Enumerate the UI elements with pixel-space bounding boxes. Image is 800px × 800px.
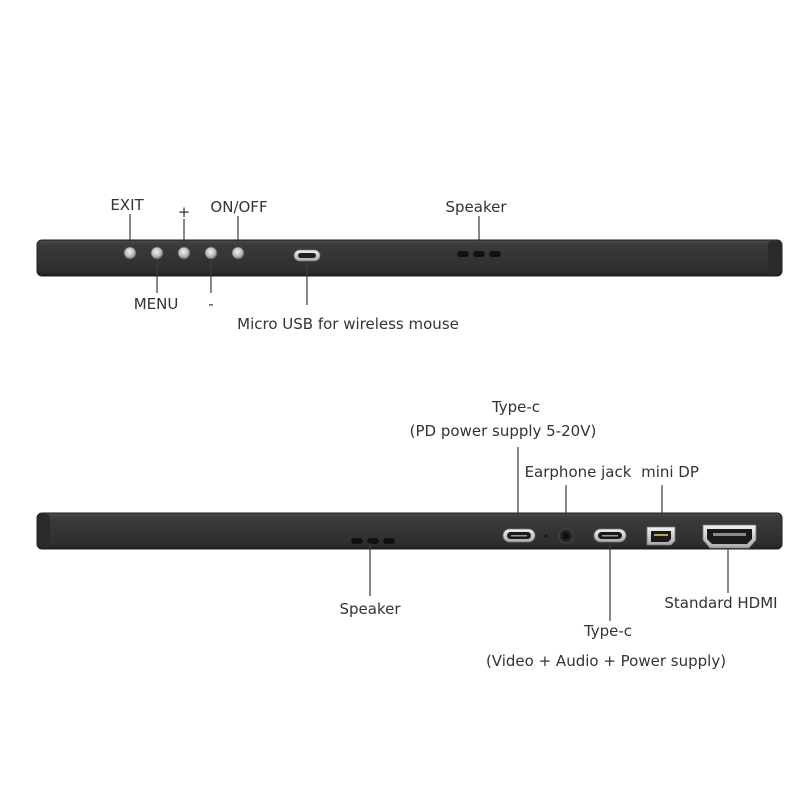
usb-c-pd-port-icon — [502, 528, 536, 543]
label-speaker-top: Speaker — [445, 198, 507, 216]
monitor-top-edge-endcap — [768, 241, 781, 275]
label-type-c-video-line2: (Video + Audio + Power supply) — [485, 652, 727, 670]
hdmi-port-icon — [702, 524, 757, 549]
button-minus-icon — [204, 246, 218, 260]
mini-dp-port-icon — [646, 526, 676, 546]
button-plus-icon — [177, 246, 191, 260]
micro-usb-port-icon — [293, 249, 321, 262]
usb-c-video-port-icon — [593, 528, 627, 543]
label-type-c-pd-line1: Type-c — [491, 398, 541, 416]
monitor-top-edge — [36, 239, 783, 277]
label-on-off: ON/OFF — [210, 198, 268, 216]
button-power-icon — [231, 246, 245, 260]
label-standard-hdmi: Standard HDMI — [664, 594, 778, 612]
label-micro-usb: Micro USB for wireless mouse — [237, 315, 459, 333]
speaker-grille-top-icon — [457, 251, 501, 257]
bottom-view — [36, 447, 783, 621]
earphone-jack-icon — [558, 528, 574, 544]
top-leader-lines — [129, 214, 480, 305]
label-menu: MENU — [133, 295, 179, 313]
label-mini-dp: mini DP — [641, 463, 699, 481]
label-speaker-bottom: Speaker — [339, 600, 401, 618]
label-minus: - — [208, 295, 214, 313]
label-type-c-pd-line2: (PD power supply 5-20V) — [409, 422, 597, 440]
label-exit: EXIT — [110, 196, 144, 214]
bottom-leader-lines — [369, 447, 729, 621]
label-plus: + — [177, 203, 191, 221]
speaker-grille-bottom-icon — [351, 538, 395, 544]
indicator-hole-icon — [544, 534, 548, 538]
label-type-c-video-line1: Type-c — [583, 622, 633, 640]
button-menu-icon — [150, 246, 164, 260]
top-view — [36, 214, 783, 305]
button-exit-icon — [123, 246, 137, 260]
monitor-bottom-edge-endcap — [37, 514, 50, 548]
label-earphone-jack: Earphone jack — [524, 463, 632, 481]
